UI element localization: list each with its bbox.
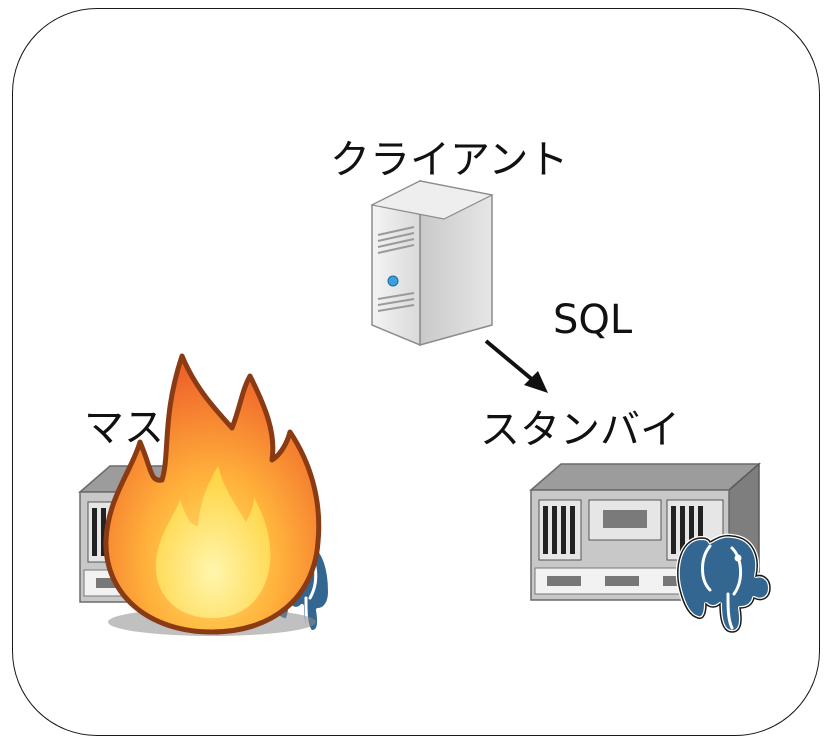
standby-label: スタンバイ [480, 407, 680, 453]
fire-icon [103, 353, 322, 636]
sql-edge-label: SQL [553, 297, 633, 343]
client-label: クライアント [330, 137, 569, 183]
postgresql-elephant-icon [675, 533, 772, 634]
tower-server-icon [370, 179, 494, 347]
sql-arrow [484, 339, 548, 393]
